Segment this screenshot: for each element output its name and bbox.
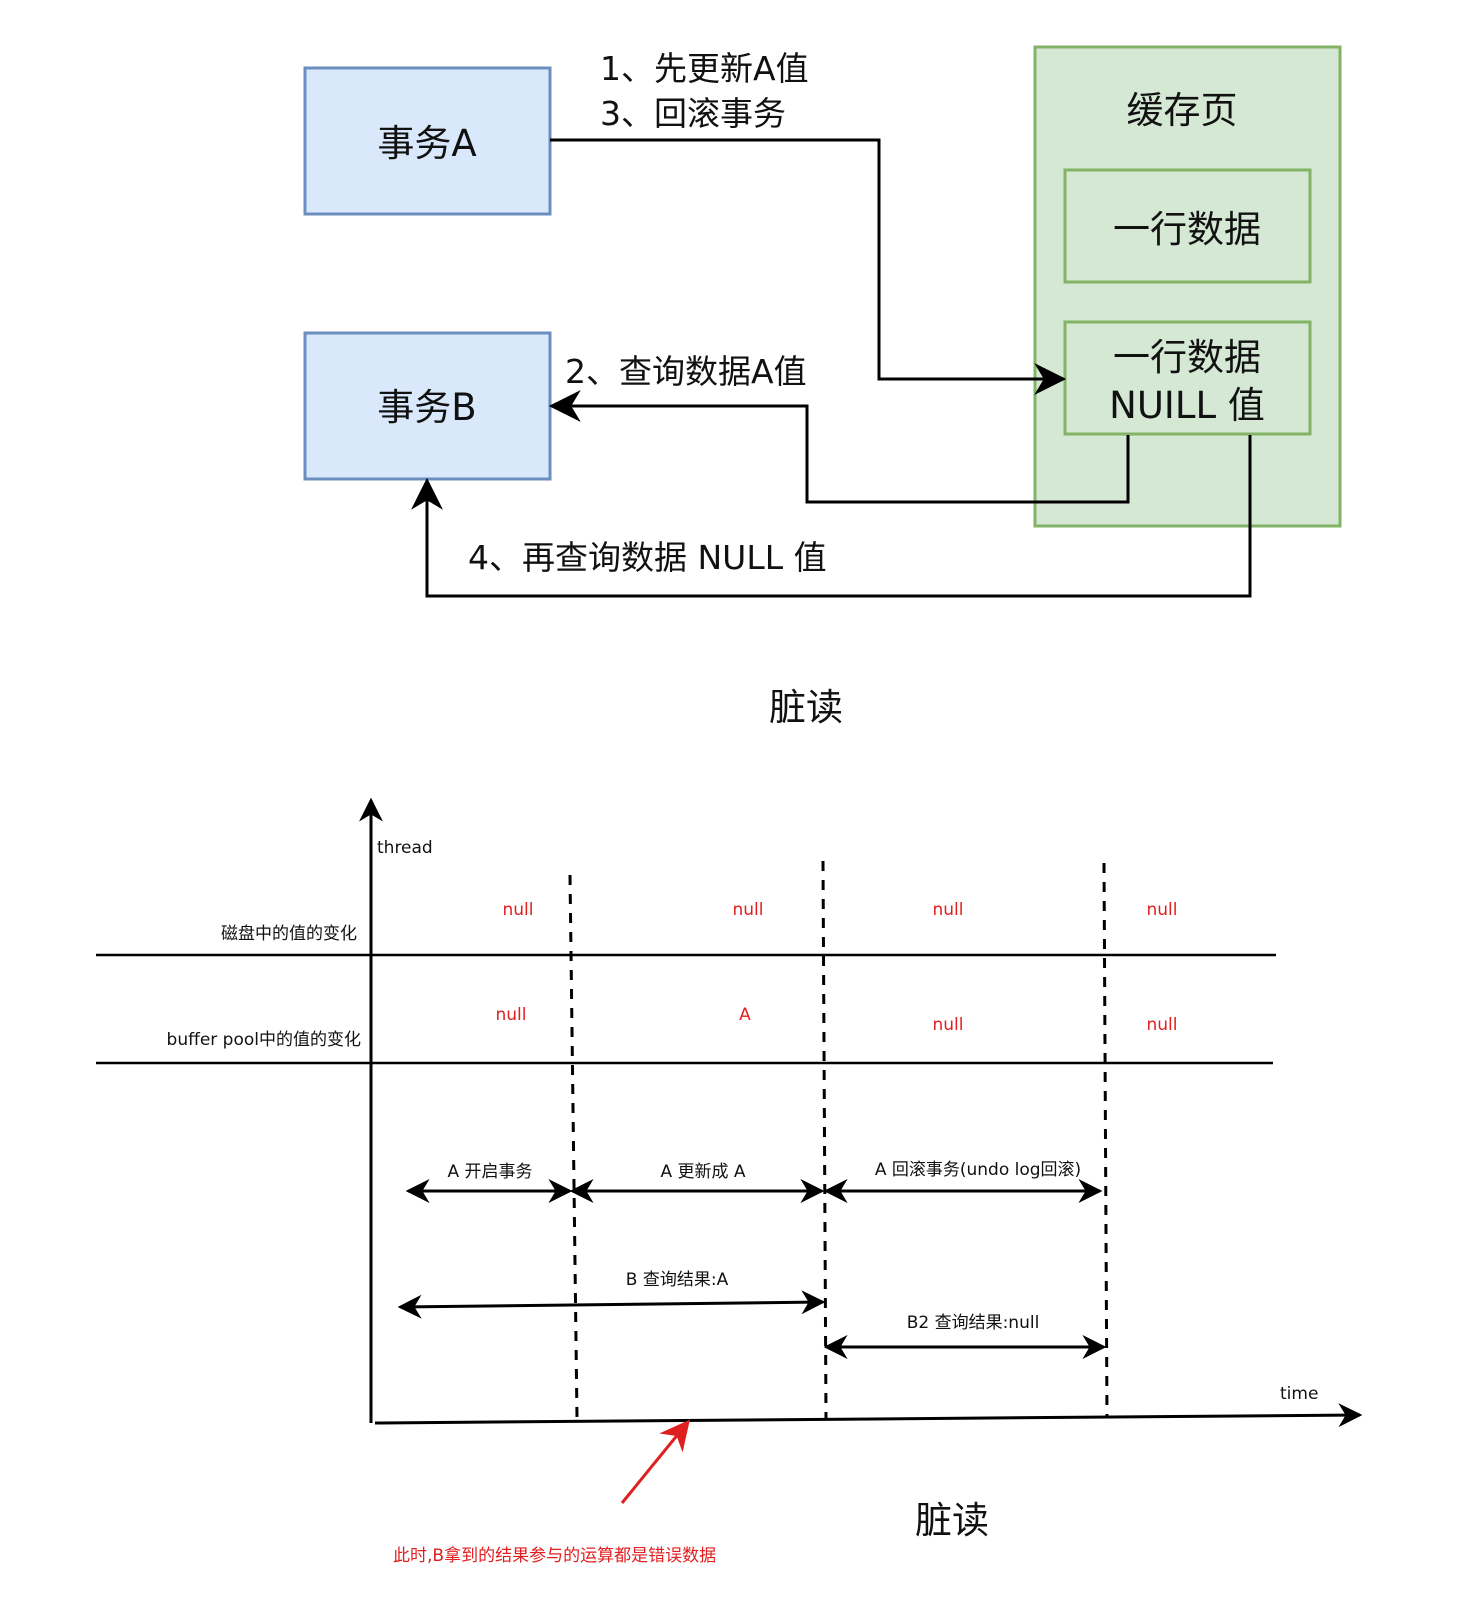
pool-value-2: A [739, 1005, 751, 1025]
row-data-label-1: 一行数据 [1113, 208, 1261, 251]
disk-value-4: null [1147, 900, 1178, 920]
x-axis [374, 1403, 1363, 1428]
disk-value-3: null [933, 900, 964, 920]
pool-value-1: null [496, 1005, 527, 1025]
edge-label-1: 1、先更新A值 [600, 49, 809, 88]
top-caption: 脏读 [769, 686, 843, 729]
x-axis-label: time [1280, 1384, 1318, 1404]
row-data-label-2b: NUILL 值 [1109, 384, 1265, 427]
phase-boundary-2 [821, 860, 828, 1419]
note-text: 此时,B拿到的结果参与的运算都是错误数据 [393, 1545, 716, 1566]
pool-value-3: null [933, 1015, 964, 1035]
span-b-query-arrow [397, 1290, 826, 1319]
transaction-b-box [303, 331, 552, 481]
transaction-b-label: 事务B [377, 386, 476, 429]
edge-label-4: 4、再查询数据 NULL 值 [468, 538, 827, 577]
edge-row-to-b [548, 390, 1130, 504]
span-b-query-label: B 查询结果:A [626, 1270, 729, 1290]
span-a-start-label: A 开启事务 [447, 1162, 532, 1182]
row-data-box-1 [1063, 168, 1312, 284]
span-b2-query-label: B2 查询结果:null [907, 1313, 1040, 1333]
pool-value-4: null [1147, 1015, 1178, 1035]
phase-boundary-1 [568, 874, 579, 1419]
phase-boundary-3 [1102, 862, 1109, 1419]
row-data-label-2a: 一行数据 [1113, 336, 1261, 379]
transaction-a-box [303, 66, 552, 216]
cache-page-box [1033, 45, 1342, 528]
disk-value-1: null [503, 900, 534, 920]
y-axis-label: thread [377, 838, 433, 858]
cache-page-label: 缓存页 [1127, 89, 1238, 132]
span-a-update-label: A 更新成 A [660, 1162, 745, 1182]
edge-row-to-b-2 [411, 435, 1252, 598]
bottom-caption: 脏读 [915, 1499, 989, 1542]
disk-value-2: null [733, 900, 764, 920]
edge-a-to-row [550, 138, 1067, 395]
edge-label-3: 3、回滚事务 [600, 94, 786, 133]
edge-label-2: 2、查询数据A值 [565, 352, 807, 391]
row-data-box-2 [1063, 320, 1312, 436]
note-pointer-arrow [620, 1419, 690, 1504]
transaction-a-label: 事务A [377, 122, 476, 165]
disk-row-label: 磁盘中的值的变化 [221, 924, 357, 944]
span-a-rollback-label: A 回滚事务(undo log回滚) [875, 1160, 1081, 1180]
pool-row-label: buffer pool中的值的变化 [167, 1030, 361, 1050]
